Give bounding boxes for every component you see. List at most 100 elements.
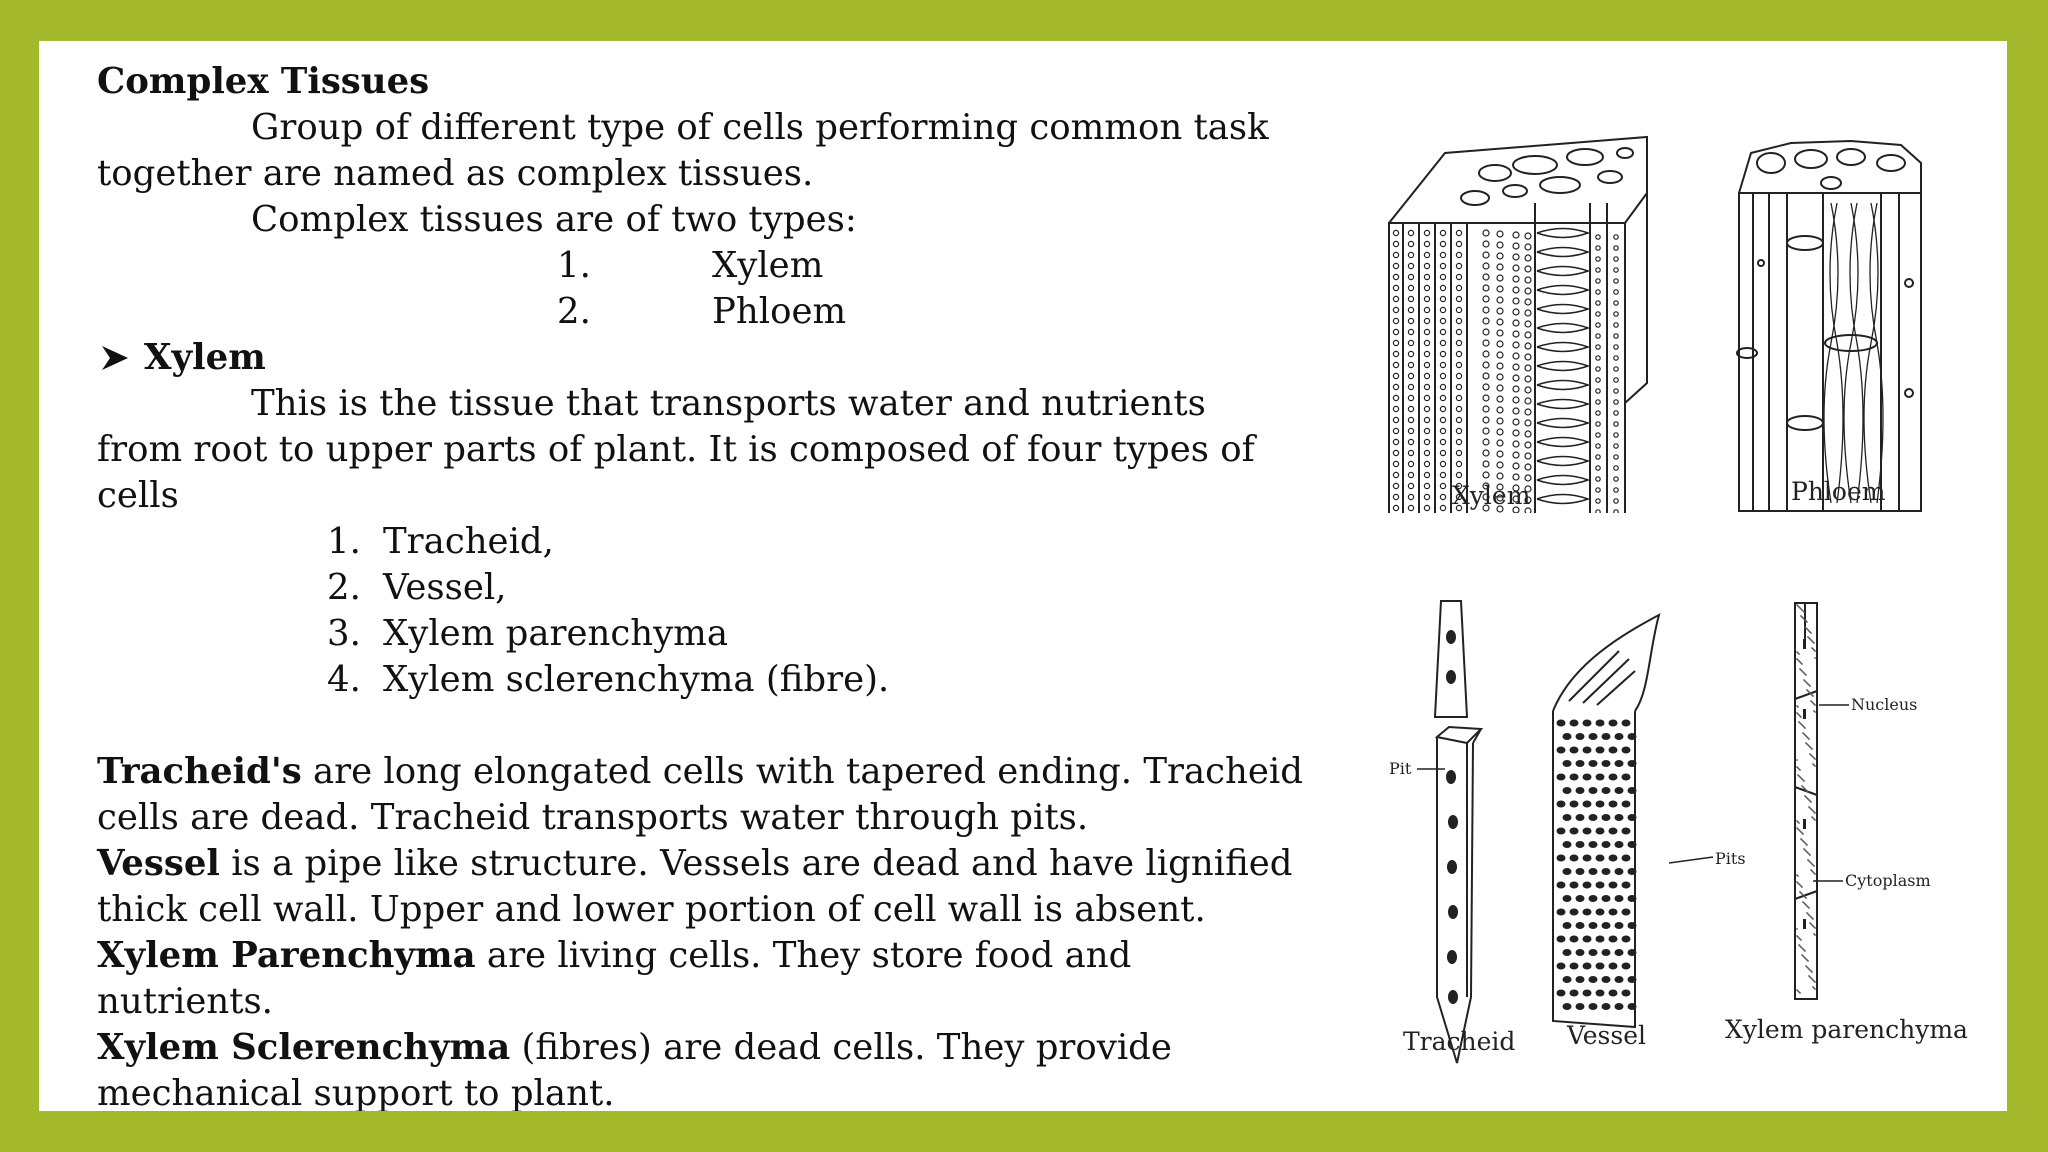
illustration-detail [1407, 251, 1415, 259]
illustration-detail [1627, 1003, 1637, 1010]
illustration-detail [1814, 934, 1816, 936]
illustration-detail [1562, 922, 1572, 929]
illustration-detail [1536, 417, 1591, 429]
illustration-detail [1613, 289, 1619, 295]
illustration-detail [1524, 342, 1532, 350]
illustration-detail [1595, 746, 1605, 754]
illustration-detail [1455, 427, 1463, 435]
illustration-detail [1407, 493, 1415, 501]
illustration-detail [1614, 787, 1624, 794]
illustration-detail [1613, 443, 1619, 449]
illustration-detail [1575, 733, 1585, 740]
illustration-detail [1524, 474, 1532, 482]
illustration-detail [1512, 308, 1520, 316]
illustration-detail [1814, 657, 1816, 659]
illustration-detail [1613, 234, 1619, 240]
illustration-detail [1512, 231, 1520, 239]
illustration-detail [1496, 318, 1504, 326]
illustration-detail [1814, 711, 1816, 713]
illustration-detail [1524, 331, 1532, 339]
illustration-detail [1455, 449, 1463, 457]
illustration-detail [1569, 800, 1579, 808]
cell-name: Vessel, [383, 567, 507, 608]
illustration-detail [1814, 650, 1816, 652]
illustration-detail [1809, 854, 1811, 856]
illustration-detail [1621, 854, 1631, 862]
illustration-detail [1627, 895, 1637, 902]
illustration-detail [1524, 507, 1532, 513]
illustration-detail [1446, 630, 1456, 644]
illustration-detail [1863, 202, 1879, 504]
illustration-detail [1575, 841, 1585, 848]
illustration-detail [1423, 262, 1431, 270]
illustration-detail [1627, 814, 1637, 821]
illustration-detail [1392, 273, 1400, 281]
illustration-detail [1392, 306, 1400, 314]
illustration-detail [1595, 234, 1601, 240]
illustration-detail [1439, 416, 1447, 424]
illustration-detail [1439, 405, 1447, 413]
illustration-detail [1455, 251, 1463, 259]
illustration-detail [1439, 504, 1447, 512]
illustration-detail [1595, 962, 1605, 970]
illustration-detail [1439, 262, 1447, 270]
illustration-detail [1556, 800, 1566, 808]
illustration-detail [1407, 262, 1415, 270]
illustration-detail [1807, 960, 1809, 962]
illustration-detail [1843, 202, 1859, 504]
illustration-detail [1496, 340, 1504, 348]
illustration-detail [1813, 642, 1815, 644]
pit-pointer-line [1417, 768, 1445, 770]
illustration-detail [1582, 908, 1592, 916]
illustration-detail [1512, 473, 1520, 481]
illustration-detail [1448, 990, 1458, 1004]
illustration-detail [1562, 895, 1572, 902]
illustration-detail [1455, 328, 1463, 336]
xylem-block-illustration [1388, 135, 1648, 513]
illustration-detail [1601, 760, 1611, 767]
type-name: Phloem [712, 291, 847, 332]
illustration-detail [1423, 394, 1431, 402]
illustration-detail [1392, 438, 1400, 446]
illustration-detail [1575, 760, 1585, 767]
illustration-detail [1512, 286, 1520, 294]
illustration-detail [1803, 780, 1805, 782]
illustration-detail [1407, 306, 1415, 314]
illustration-detail [1448, 905, 1458, 919]
illustration-detail [1482, 372, 1490, 380]
illustration-detail [1423, 295, 1431, 303]
illustration-detail [1407, 394, 1415, 402]
illustration-detail [1407, 284, 1415, 292]
illustration-detail [1608, 854, 1618, 862]
illustration-detail [1512, 352, 1520, 360]
illustration-detail [1512, 440, 1520, 448]
illustration-detail [1798, 822, 1800, 824]
illustration-detail [1582, 881, 1592, 889]
illustration-detail [1613, 278, 1619, 284]
illustration-detail [1582, 800, 1592, 808]
illustration-detail [1569, 746, 1579, 754]
illustration-detail [1595, 333, 1601, 339]
illustration-detail [1423, 328, 1431, 336]
illustration-detail [1588, 1003, 1598, 1010]
illustration-detail [1805, 897, 1807, 899]
illustration-detail [1512, 418, 1520, 426]
illustration-detail [1423, 350, 1431, 358]
illustration-detail [1407, 449, 1415, 457]
illustration-detail [1595, 256, 1601, 262]
illustration-detail [1810, 632, 1812, 634]
illustration-detail [1595, 476, 1601, 482]
illustration-detail [1423, 251, 1431, 259]
parenchyma-caption: Xylem parenchyma [1725, 1015, 1968, 1044]
illustration-detail [1595, 355, 1601, 361]
illustration-detail [1556, 908, 1566, 916]
illustration-detail [1512, 484, 1520, 492]
type-number: 1. [557, 245, 591, 286]
illustration-detail [1407, 383, 1415, 391]
illustration-detail [1439, 493, 1447, 501]
illustration-detail [1439, 438, 1447, 446]
illustration-detail [1482, 471, 1490, 479]
illustration-detail [1595, 399, 1601, 405]
illustration-detail [1407, 460, 1415, 468]
illustration-detail [1613, 410, 1619, 416]
